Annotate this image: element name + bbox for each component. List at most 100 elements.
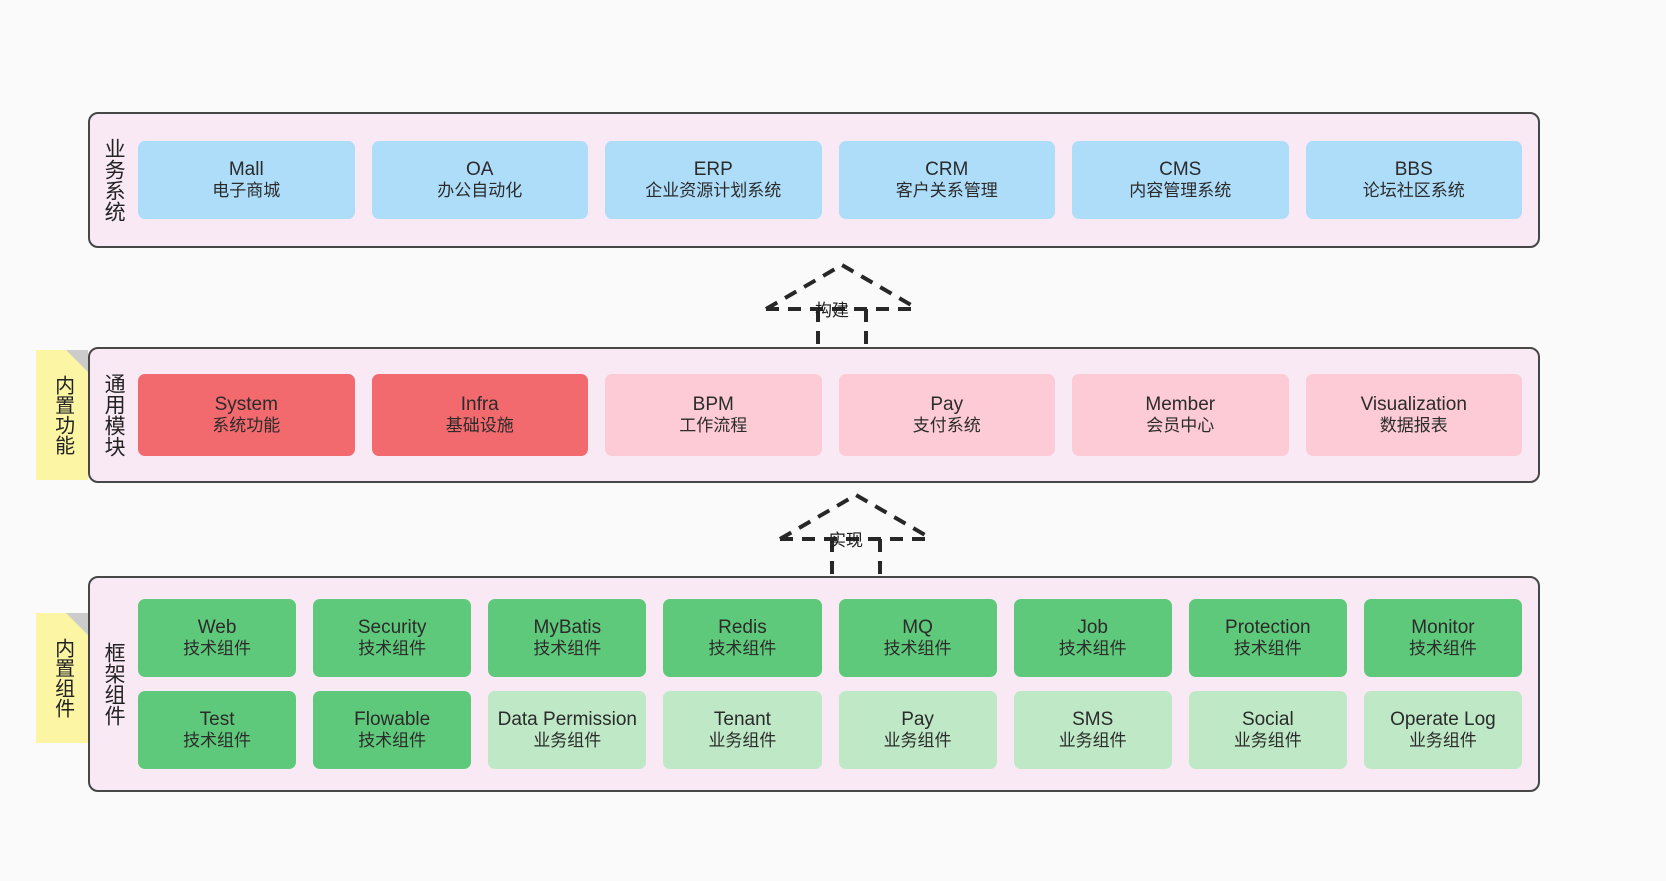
card-subtitle: 技术组件 [708,639,777,659]
card-title: SMS [1072,709,1114,731]
card-subtitle: 数据报表 [1379,416,1448,436]
layer-body-common-modules: System 系统功能 Infra 基础设施 BPM 工作流程 Pay 支付系统… [136,349,1538,481]
card-infra[interactable]: Infra 基础设施 [371,374,588,456]
sticky-fold-icon [66,350,88,372]
card-flowable[interactable]: Flowable 技术组件 [313,691,472,769]
card-title: Data Permission [497,709,637,731]
card-subtitle: 业务组件 [533,731,602,751]
card-protection[interactable]: Protection 技术组件 [1188,599,1347,677]
card-subtitle: 会员中心 [1146,416,1215,436]
card-test[interactable]: Test 技术组件 [138,691,297,769]
card-subtitle: 业务组件 [883,731,952,751]
card-subtitle: 技术组件 [533,639,602,659]
card-bpm[interactable]: BPM 工作流程 [605,374,822,456]
card-title: Mall [228,159,264,181]
card-subtitle: 工作流程 [679,416,748,436]
card-subtitle: 技术组件 [1233,639,1302,659]
card-title: MyBatis [533,617,602,639]
card-title: Job [1077,617,1108,639]
card-subtitle: 基础设施 [445,416,514,436]
card-oa[interactable]: OA 办公自动化 [371,141,588,219]
card-subtitle: 业务组件 [1058,731,1127,751]
sticky-label: 内置功能 [51,375,74,455]
arrow-label-implement: 实现 [829,531,863,550]
card-mall[interactable]: Mall 电子商城 [138,141,355,219]
card-tenant[interactable]: Tenant 业务组件 [663,691,822,769]
card-subtitle: 企业资源计划系统 [645,181,782,201]
card-title: CRM [925,159,969,181]
sticky-note-builtin-components: 内置组件 [36,613,88,743]
card-subtitle: 业务组件 [1233,731,1302,751]
card-title: Tenant [713,709,771,731]
card-title: Security [357,617,427,639]
card-mq[interactable]: MQ 技术组件 [838,599,997,677]
card-title: ERP [693,159,733,181]
card-title: Member [1145,394,1216,416]
card-erp[interactable]: ERP 企业资源计划系统 [605,141,822,219]
card-social[interactable]: Social 业务组件 [1188,691,1347,769]
card-redis[interactable]: Redis 技术组件 [663,599,822,677]
card-web[interactable]: Web 技术组件 [138,599,297,677]
card-sms[interactable]: SMS 业务组件 [1013,691,1172,769]
sticky-fold-icon [66,613,88,635]
card-title: Web [197,617,237,639]
card-title: Monitor [1411,617,1475,639]
card-title: Pay [901,709,934,731]
card-subtitle: 系统功能 [212,416,281,436]
arrow-build: 构建 [752,259,932,355]
card-title: Protection [1225,617,1311,639]
card-monitor[interactable]: Monitor 技术组件 [1363,599,1522,677]
card-subtitle: 业务组件 [708,731,777,751]
card-subtitle: 技术组件 [358,731,427,751]
card-crm[interactable]: CRM 客户关系管理 [838,141,1055,219]
card-subtitle: 支付系统 [912,416,981,436]
layer-label-framework-components: 框架组件 [102,642,126,726]
card-security[interactable]: Security 技术组件 [313,599,472,677]
layer-business-systems: 业务系统 Mall 电子商城 OA 办公自动化 ERP 企业资源计划系统 CRM… [88,112,1540,248]
card-pay-component[interactable]: Pay 业务组件 [838,691,997,769]
arrow-label-build: 构建 [815,301,849,320]
card-member[interactable]: Member 会员中心 [1072,374,1289,456]
card-title: MQ [902,617,933,639]
layer-body-framework-components: Web 技术组件 Security 技术组件 MyBatis 技术组件 Redi… [136,578,1538,790]
layer-framework-components: 框架组件 Web 技术组件 Security 技术组件 MyBatis 技术组件… [88,576,1540,792]
card-bbs[interactable]: BBS 论坛社区系统 [1305,141,1522,219]
card-subtitle: 技术组件 [1408,639,1477,659]
card-row-business: Test 技术组件 Flowable 技术组件 Data Permission … [138,691,1522,769]
card-subtitle: 技术组件 [883,639,952,659]
card-row: System 系统功能 Infra 基础设施 BPM 工作流程 Pay 支付系统… [138,374,1522,456]
card-title: Redis [718,617,767,639]
card-subtitle: 内容管理系统 [1129,181,1232,201]
card-row-technical: Web 技术组件 Security 技术组件 MyBatis 技术组件 Redi… [138,599,1522,677]
card-title: System [214,394,278,416]
card-subtitle: 论坛社区系统 [1362,181,1465,201]
card-title: BBS [1394,159,1433,181]
card-data-permission[interactable]: Data Permission 业务组件 [488,691,647,769]
card-subtitle: 技术组件 [1058,639,1127,659]
card-subtitle: 办公自动化 [437,181,523,201]
generalization-arrow-icon [764,262,920,353]
card-system[interactable]: System 系统功能 [138,374,355,456]
card-subtitle: 电子商城 [212,181,281,201]
layer-label-business-systems: 业务系统 [102,138,126,222]
card-cms[interactable]: CMS 内容管理系统 [1072,141,1289,219]
sticky-note-builtin-functions: 内置功能 [36,350,88,480]
card-row: Mall 电子商城 OA 办公自动化 ERP 企业资源计划系统 CRM 客户关系… [138,141,1522,219]
layer-label-common-modules: 通用模块 [102,373,126,457]
card-visualization[interactable]: Visualization 数据报表 [1305,374,1522,456]
card-title: Social [1241,709,1294,731]
card-subtitle: 客户关系管理 [895,181,998,201]
card-title: Infra [460,394,499,416]
card-subtitle: 技术组件 [358,639,427,659]
card-pay-module[interactable]: Pay 支付系统 [838,374,1055,456]
card-subtitle: 业务组件 [1408,731,1477,751]
card-job[interactable]: Job 技术组件 [1013,599,1172,677]
sticky-label: 内置组件 [51,638,74,718]
card-title: Flowable [354,709,431,731]
layer-body-business-systems: Mall 电子商城 OA 办公自动化 ERP 企业资源计划系统 CRM 客户关系… [136,114,1538,246]
card-title: Test [199,709,235,731]
card-operate-log[interactable]: Operate Log 业务组件 [1363,691,1522,769]
card-mybatis[interactable]: MyBatis 技术组件 [488,599,647,677]
card-title: Pay [930,394,964,416]
